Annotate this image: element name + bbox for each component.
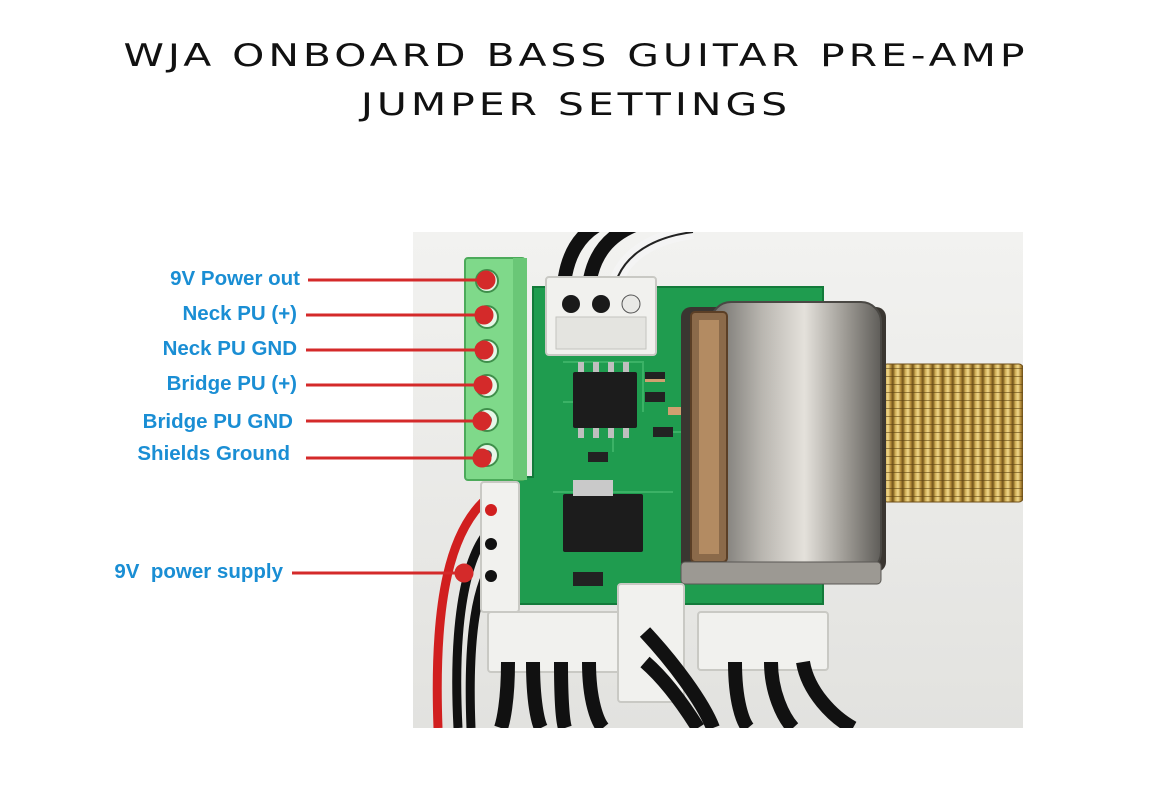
pointer-dot-neck-pu-plus bbox=[474, 305, 494, 325]
pointer-dot-shields-ground bbox=[472, 448, 492, 468]
pointer-dot-9v-power-supply bbox=[454, 563, 474, 583]
pointer-dot-9v-power-out bbox=[476, 270, 496, 290]
pointer-dot-neck-pu-gnd bbox=[474, 340, 494, 360]
page-subtitle: JUMPER SETTINGS bbox=[360, 87, 792, 123]
pointer-dot-bridge-pu-gnd bbox=[472, 411, 492, 431]
page-title: WJA ONBOARD BASS GUITAR PRE-AMP bbox=[123, 38, 1029, 74]
preamp-board-photo bbox=[413, 232, 1023, 728]
pointer-dot-bridge-pu-plus bbox=[473, 375, 493, 395]
